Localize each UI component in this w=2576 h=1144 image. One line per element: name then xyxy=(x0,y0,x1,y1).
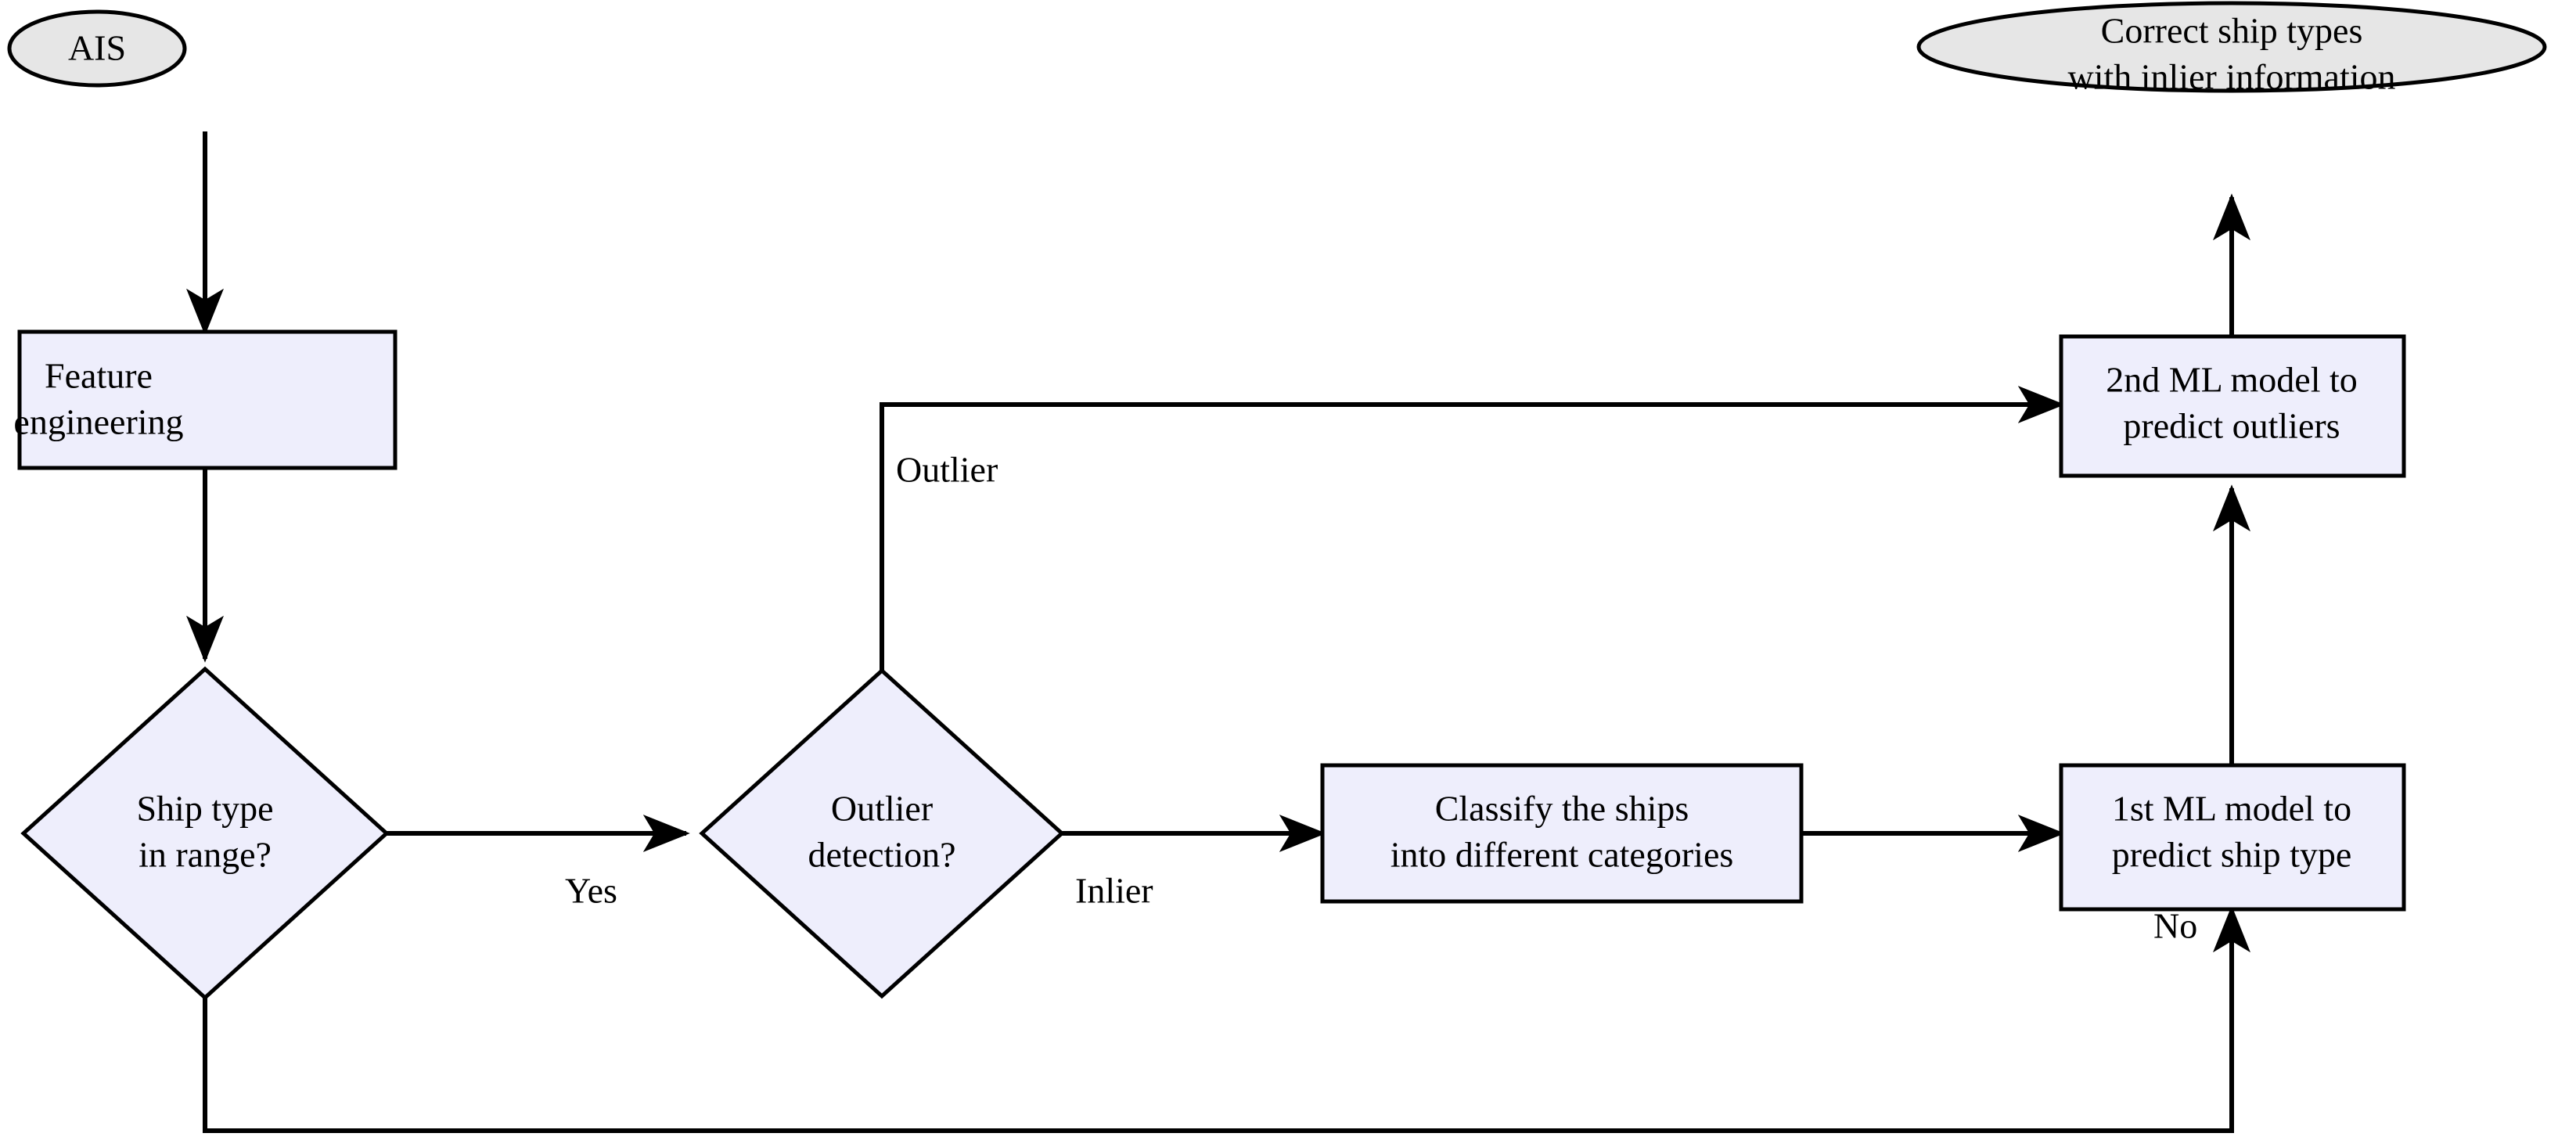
ship-type-in-range-label-line1: Ship type xyxy=(136,789,273,829)
node-correct-ship-types[interactable]: Correct ship types with inlier informati… xyxy=(1916,1,2547,97)
node-second-ml-model[interactable]: 2nd ML model to predict outliers xyxy=(2059,334,2406,478)
outlier-detection-label-line1: Outlier xyxy=(831,789,933,829)
classify-ships-label-line2: into different categories xyxy=(1391,835,1734,875)
first-ml-model-box xyxy=(2059,763,2406,912)
classify-ships-label-line1: Classify the ships xyxy=(1435,789,1689,829)
ais-ellipse xyxy=(7,9,187,88)
feature-engineering-box xyxy=(17,329,398,470)
node-first-ml-model[interactable]: 1st ML model to predict ship type xyxy=(2059,763,2406,912)
edge-label-no: No xyxy=(2153,906,2197,946)
edge-outlier-to-second-ml-model xyxy=(880,386,2065,671)
correct-ship-types-ellipse xyxy=(1916,1,2547,93)
feature-engineering-label-line1: Feature xyxy=(45,356,153,396)
edge-label-yes: Yes xyxy=(565,871,617,911)
second-ml-model-box xyxy=(2059,334,2406,478)
ship-type-in-range-label-line2: in range? xyxy=(139,835,272,875)
node-feature-engineering[interactable]: Feature engineering xyxy=(13,329,398,470)
ais-label: AIS xyxy=(68,28,126,68)
node-classify-ships[interactable]: Classify the ships into different catego… xyxy=(1320,763,1804,904)
classify-ships-box xyxy=(1320,763,1804,904)
node-outlier-detection[interactable]: Outlier detection? xyxy=(699,667,1065,999)
correct-ship-types-label-line2: with inlier information xyxy=(2067,57,2395,97)
outlier-detection-diamond xyxy=(699,667,1065,999)
outlier-detection-label-line2: detection? xyxy=(808,835,955,875)
second-ml-model-label-line2: predict outliers xyxy=(2123,406,2340,446)
first-ml-model-label-line2: predict ship type xyxy=(2112,835,2352,875)
ship-type-in-range-diamond xyxy=(20,666,390,1001)
node-ais[interactable]: AIS xyxy=(7,9,187,88)
correct-ship-types-label-line1: Correct ship types xyxy=(2101,11,2363,51)
feature-engineering-label-line2: engineering xyxy=(13,402,183,442)
first-ml-model-label-line1: 1st ML model to xyxy=(2112,789,2351,829)
edge-label-outlier: Outlier xyxy=(896,450,998,490)
second-ml-model-label-line1: 2nd ML model to xyxy=(2106,360,2358,400)
edge-ship-type-no-to-first-ml-model xyxy=(203,905,2250,1133)
edge-label-inlier: Inlier xyxy=(1075,871,1153,911)
node-ship-type-in-range[interactable]: Ship type in range? xyxy=(20,666,390,1001)
